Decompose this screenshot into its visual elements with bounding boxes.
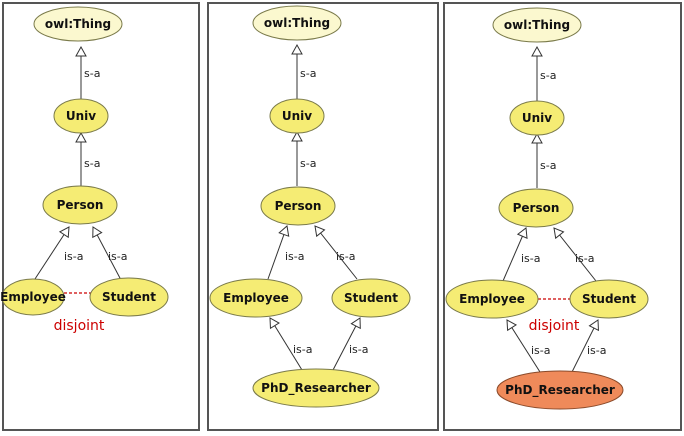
edge-label: is-a xyxy=(336,250,356,263)
node-phd-researcher[interactable]: PhD_Researcher xyxy=(496,370,624,410)
edge-label: s-a xyxy=(84,67,100,80)
edge-student-to-person xyxy=(314,225,358,280)
edge-label: is-a xyxy=(587,344,607,357)
edge-label: s-a xyxy=(300,157,316,170)
node-phd-researcher[interactable]: PhD_Researcher xyxy=(252,368,380,408)
node-univ[interactable]: Univ xyxy=(53,98,109,134)
node-person[interactable]: Person xyxy=(498,188,574,228)
edge-label: s-a xyxy=(84,157,100,170)
node-univ[interactable]: Univ xyxy=(509,100,565,136)
disjoint-label: disjoint xyxy=(54,318,105,334)
panel-1: s-a s-a is-a is-a owl:Thing Univ Person … xyxy=(0,6,169,334)
node-student[interactable]: Student xyxy=(569,279,649,319)
node-label: Univ xyxy=(522,111,552,125)
node-employee[interactable]: Employee xyxy=(0,278,66,316)
node-employee[interactable]: Employee xyxy=(445,279,539,319)
node-employee[interactable]: Employee xyxy=(209,278,303,318)
node-label: Employee xyxy=(459,292,525,306)
node-student[interactable]: Student xyxy=(89,277,169,317)
node-label: Person xyxy=(513,201,560,215)
edge-employee-to-person xyxy=(267,225,290,280)
node-label: Person xyxy=(275,199,322,213)
node-label: owl:Thing xyxy=(504,18,570,32)
edge-label: s-a xyxy=(540,159,556,172)
edge-phd-to-student xyxy=(332,317,361,371)
edge-employee-to-person xyxy=(502,227,528,282)
edge-label: is-a xyxy=(64,250,84,263)
edge-label: is-a xyxy=(293,343,313,356)
node-owl-thing[interactable]: owl:Thing xyxy=(492,7,582,43)
panel-2: s-a s-a is-a is-a is-a is-a owl:Thing Un… xyxy=(209,5,411,408)
edge-label: is-a xyxy=(349,343,369,356)
edge-phd-to-employee xyxy=(506,319,541,373)
node-label: Student xyxy=(102,290,156,304)
node-person[interactable]: Person xyxy=(42,185,118,225)
panel-1-frame xyxy=(2,2,200,431)
edge-label: is-a xyxy=(575,252,595,265)
edge-phd-to-student xyxy=(571,319,599,373)
edge-label: is-a xyxy=(521,252,541,265)
node-label: Student xyxy=(344,291,398,305)
disjoint-label: disjoint xyxy=(529,318,580,334)
node-student[interactable]: Student xyxy=(331,278,411,318)
edge-label: is-a xyxy=(108,250,128,263)
node-label: Person xyxy=(57,198,104,212)
node-label: Univ xyxy=(282,109,312,123)
edge-label: s-a xyxy=(540,69,556,82)
node-label: Employee xyxy=(223,291,289,305)
node-univ[interactable]: Univ xyxy=(269,98,325,134)
node-label: Student xyxy=(582,292,636,306)
node-label: Employee xyxy=(0,290,66,304)
edge-employee-to-person xyxy=(32,226,70,283)
node-label: PhD_Researcher xyxy=(261,381,371,396)
panel-3: s-a s-a is-a is-a is-a is-a owl:Thing Un… xyxy=(445,7,649,410)
edge-label: is-a xyxy=(285,250,305,263)
node-label: owl:Thing xyxy=(45,17,111,31)
node-label: owl:Thing xyxy=(264,16,330,30)
node-owl-thing[interactable]: owl:Thing xyxy=(252,5,342,41)
edge-student-to-person xyxy=(92,226,122,281)
node-label: PhD_Researcher xyxy=(505,383,615,398)
node-owl-thing[interactable]: owl:Thing xyxy=(33,6,123,42)
edge-label: s-a xyxy=(300,67,316,80)
edge-label: is-a xyxy=(531,344,551,357)
edge-phd-to-employee xyxy=(269,317,303,371)
node-person[interactable]: Person xyxy=(260,186,336,226)
edge-student-to-person xyxy=(553,227,597,282)
panel-2-frame xyxy=(207,2,439,431)
node-label: Univ xyxy=(66,109,96,123)
panel-3-frame xyxy=(443,2,682,431)
